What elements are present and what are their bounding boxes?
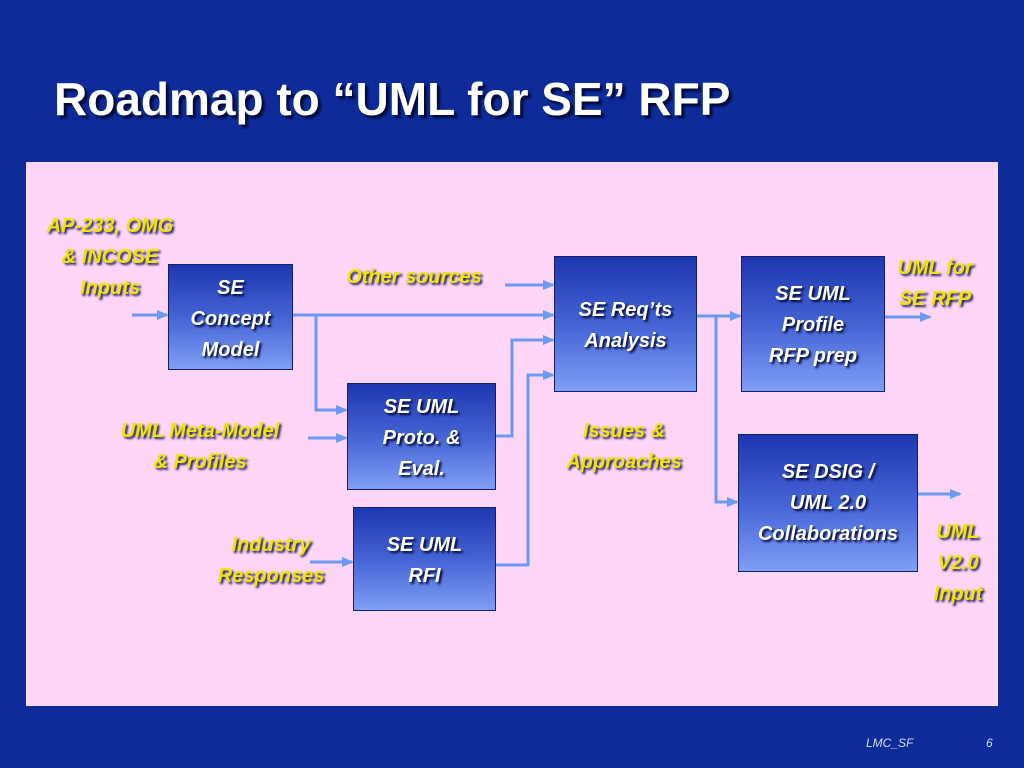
label-uml-for-se-rfp: UML for SE RFP	[897, 257, 973, 310]
label-other-sources: Other sources	[346, 266, 482, 288]
slide-title: Roadmap to “UML for SE” RFP	[54, 73, 731, 125]
box-se-concept-model-label: SE Concept Model	[190, 277, 271, 361]
arrow-proto-to-reqts	[496, 335, 555, 438]
label-inputs: AP-233, OMG & INCOSE Inputs	[46, 215, 174, 299]
box-se-uml-profile: SE UML Profile RFP prep	[741, 256, 885, 392]
arrow-reqts-to-dsig	[714, 316, 739, 507]
box-se-uml-profile-label: SE UML Profile RFP prep	[768, 283, 858, 367]
box-se-concept-model: SE Concept Model	[168, 264, 293, 370]
box-se-uml-rfi: SE UML RFI	[353, 507, 496, 611]
label-uml-v2-input: UML V2.0 Input	[933, 521, 983, 605]
box-se-uml-proto: SE UML Proto. & Eval.	[347, 383, 496, 490]
box-se-dsig-label: SE DSIG / UML 2.0 Collaborations	[757, 461, 898, 545]
box-se-dsig: SE DSIG / UML 2.0 Collaborations	[738, 434, 918, 572]
label-uml-meta-model: UML Meta-Model & Profiles	[120, 420, 280, 473]
label-industry-responses: Industry Responses	[217, 534, 325, 587]
footer-source: LMC_SF	[866, 736, 914, 750]
box-se-reqts-analysis: SE Req’ts Analysis	[554, 256, 697, 392]
box-se-reqts-analysis-label: SE Req’ts Analysis	[578, 299, 673, 352]
arrow-concept-to-proto	[314, 315, 348, 415]
page-number: 6	[986, 736, 993, 750]
label-issues-approaches: Issues & Approaches	[566, 420, 682, 473]
arrow-rfi-to-reqts	[496, 370, 555, 567]
box-se-uml-proto-label: SE UML Proto. & Eval.	[382, 396, 461, 480]
box-se-uml-rfi-label: SE UML RFI	[386, 534, 463, 587]
